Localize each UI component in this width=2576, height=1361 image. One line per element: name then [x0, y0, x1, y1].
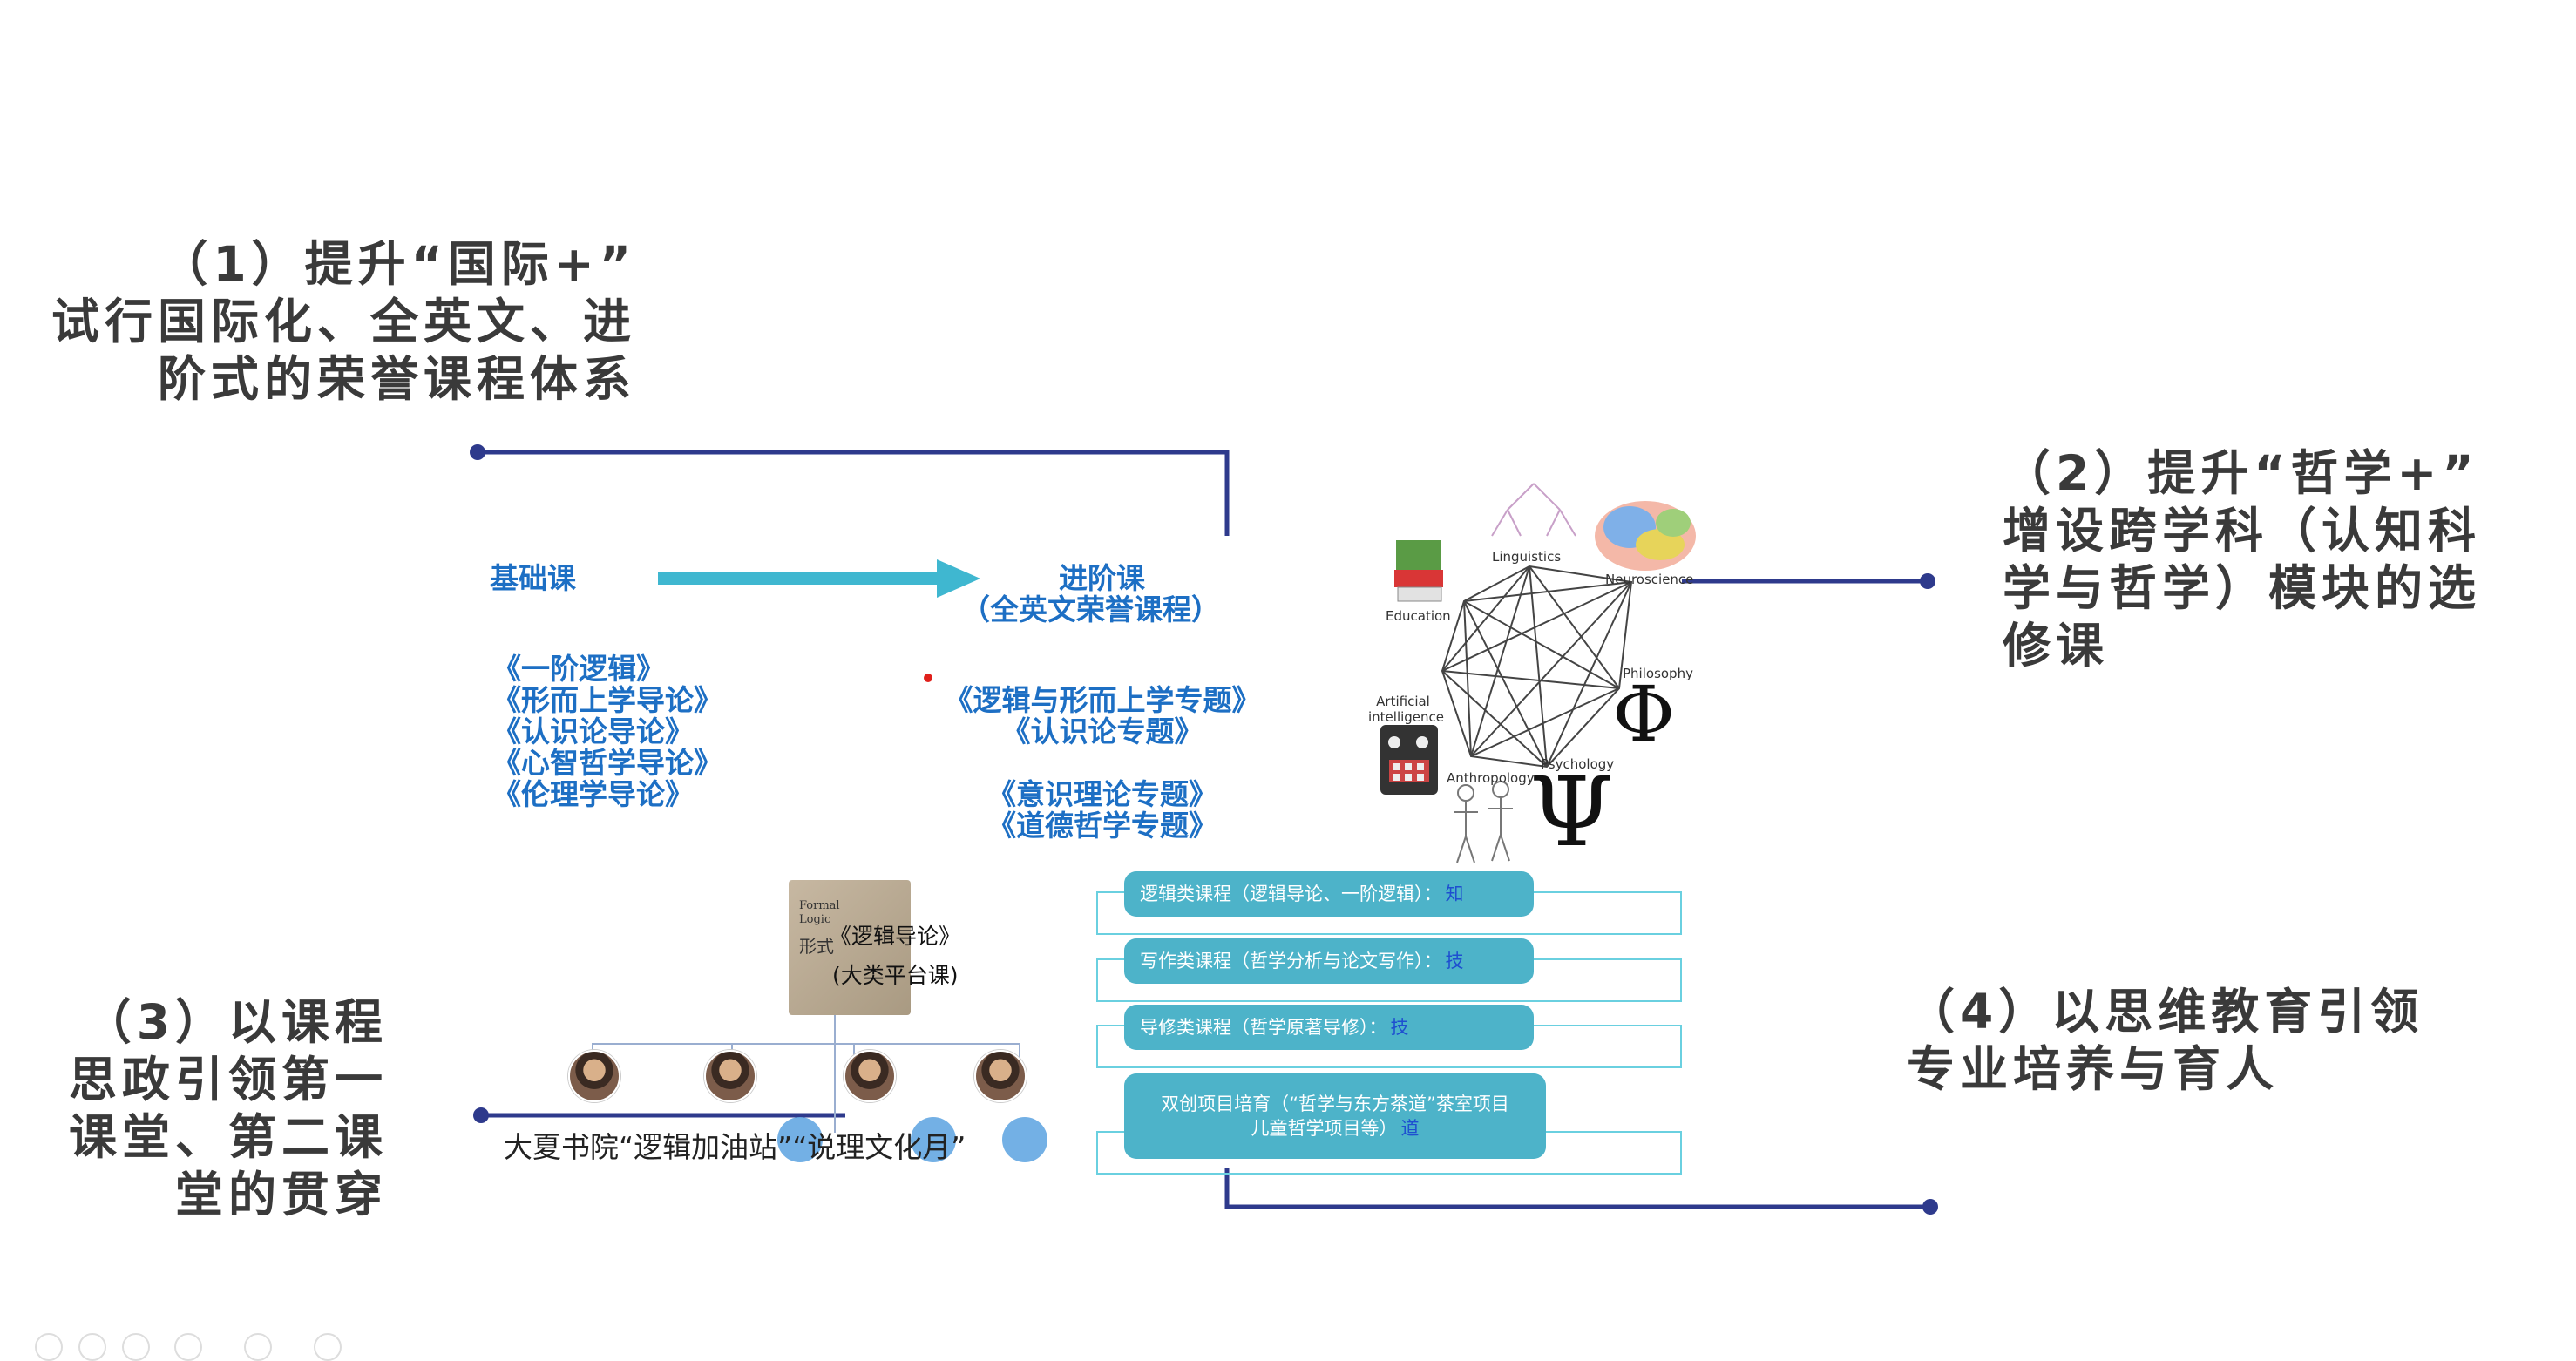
advanced-course-title: 进阶课: [1059, 561, 1145, 595]
avatar: [844, 1050, 896, 1102]
heading-thinking: （4）以思维教育引领 专业培养与育人: [1907, 984, 2424, 1097]
connector-dot: [1922, 1199, 1938, 1215]
event-bubble: [777, 1117, 823, 1162]
basic-course-list: 《一阶逻辑》 《形而上学导论》 《认识论导论》 《心智哲学导论》 《伦理学导论》: [492, 653, 722, 810]
pill-key: 道: [1400, 1118, 1420, 1139]
pill-key: 技: [1445, 951, 1464, 972]
pill-key: 技: [1390, 1017, 1409, 1038]
book-title: 《逻辑导论》: [830, 924, 961, 949]
basic-course-title: 基础课: [490, 561, 576, 595]
phi-symbol: Φ: [1612, 669, 1676, 759]
toolbar-icon[interactable]: [78, 1333, 106, 1361]
basic-course-item: 《形而上学导论》: [492, 683, 722, 717]
book-cover: Formal Logic 形式: [789, 880, 911, 1015]
network-node-education: Education: [1386, 608, 1451, 624]
connector-dot: [1920, 573, 1935, 589]
basic-course-item: 《一阶逻辑》: [492, 652, 665, 686]
advanced-course-list-a: 《逻辑与形而上学专题》 《认识论专题》: [919, 685, 1285, 748]
basic-course-item: 《认识论导论》: [492, 714, 694, 748]
advanced-course-item: 《认识论专题》: [1001, 714, 1203, 748]
toolbar-icon[interactable]: [314, 1333, 342, 1361]
network-node-linguistics: Linguistics: [1492, 549, 1562, 565]
advanced-course-item: 《意识理论专题》: [987, 777, 1217, 811]
advanced-course-subtitle: （全英文荣誉课程）: [961, 592, 1220, 626]
advanced-course-item: 《道德哲学专题》: [987, 809, 1217, 843]
pill-writing-courses: 写作类课程（哲学分析与论文写作）：技: [1124, 938, 1534, 984]
psi-symbol: Ψ: [1529, 756, 1614, 868]
toolbar-icon[interactable]: [35, 1333, 63, 1361]
brain-icon: [1595, 501, 1696, 571]
advanced-course-item: 《逻辑与形而上学专题》: [944, 683, 1261, 717]
heading-ideology: （3）以课程 思政引领第一 课堂、第二课 堂的贯穿: [68, 994, 388, 1222]
events-label: 大夏书院“逻辑加油站”“说理文化月”: [504, 1130, 966, 1164]
book-cover-cn: 形式: [799, 936, 834, 957]
progress-arrow-head: [937, 559, 980, 598]
human-figures-icon: [1454, 781, 1513, 863]
toolbar-icon[interactable]: [122, 1333, 150, 1361]
network-node-philosophy: Philosophy: [1623, 666, 1693, 681]
connector-line: [478, 450, 1230, 536]
network-node-ai: Artificial intelligence: [1368, 694, 1445, 725]
event-bubble: [1002, 1117, 1047, 1162]
pill-innovation-projects: 双创项目培育（“哲学与东方茶道”茶室项目 儿童哲学项目等）道: [1124, 1073, 1546, 1159]
avatar: [568, 1050, 620, 1102]
heading-philosophy: （2）提升“哲学+” 增设跨学科（认知科 学与哲学）模块的选 修课: [2003, 445, 2482, 674]
pill-key: 知: [1445, 884, 1464, 904]
discipline-network: [1441, 565, 1633, 769]
network-node-anthropology: Anthropology: [1447, 770, 1535, 786]
toolbar-icon[interactable]: [174, 1333, 202, 1361]
pill-logic-courses: 逻辑类课程（逻辑导论、一阶逻辑）：知: [1124, 871, 1534, 917]
books-icon: [1394, 540, 1443, 602]
avatar: [704, 1050, 756, 1102]
network-node-psychology: Psychology: [1541, 756, 1615, 772]
advanced-course-list-b: 《意识理论专题》 《道德哲学专题》: [919, 779, 1285, 842]
connector-line: [1224, 1168, 1930, 1209]
pill-reading-courses: 导修类课程（哲学原著导修）：技: [1124, 1005, 1534, 1050]
tree-icon: [1491, 483, 1576, 537]
robot-icon: [1380, 725, 1438, 795]
book-subtitle: (大类平台课): [832, 963, 959, 988]
network-node-neuroscience: Neuroscience: [1605, 572, 1694, 587]
toolbar-icon[interactable]: [244, 1333, 272, 1361]
basic-course-item: 《伦理学导论》: [492, 777, 694, 811]
basic-course-item: 《心智哲学导论》: [492, 746, 722, 780]
heading-international: （1）提升“国际+” 试行国际化、全英文、进 阶式的荣誉课程体系: [51, 236, 636, 407]
event-bubble: [911, 1117, 956, 1162]
book-cover-en: Formal Logic: [799, 899, 840, 926]
avatar: [974, 1050, 1027, 1102]
red-dot: [924, 674, 932, 682]
